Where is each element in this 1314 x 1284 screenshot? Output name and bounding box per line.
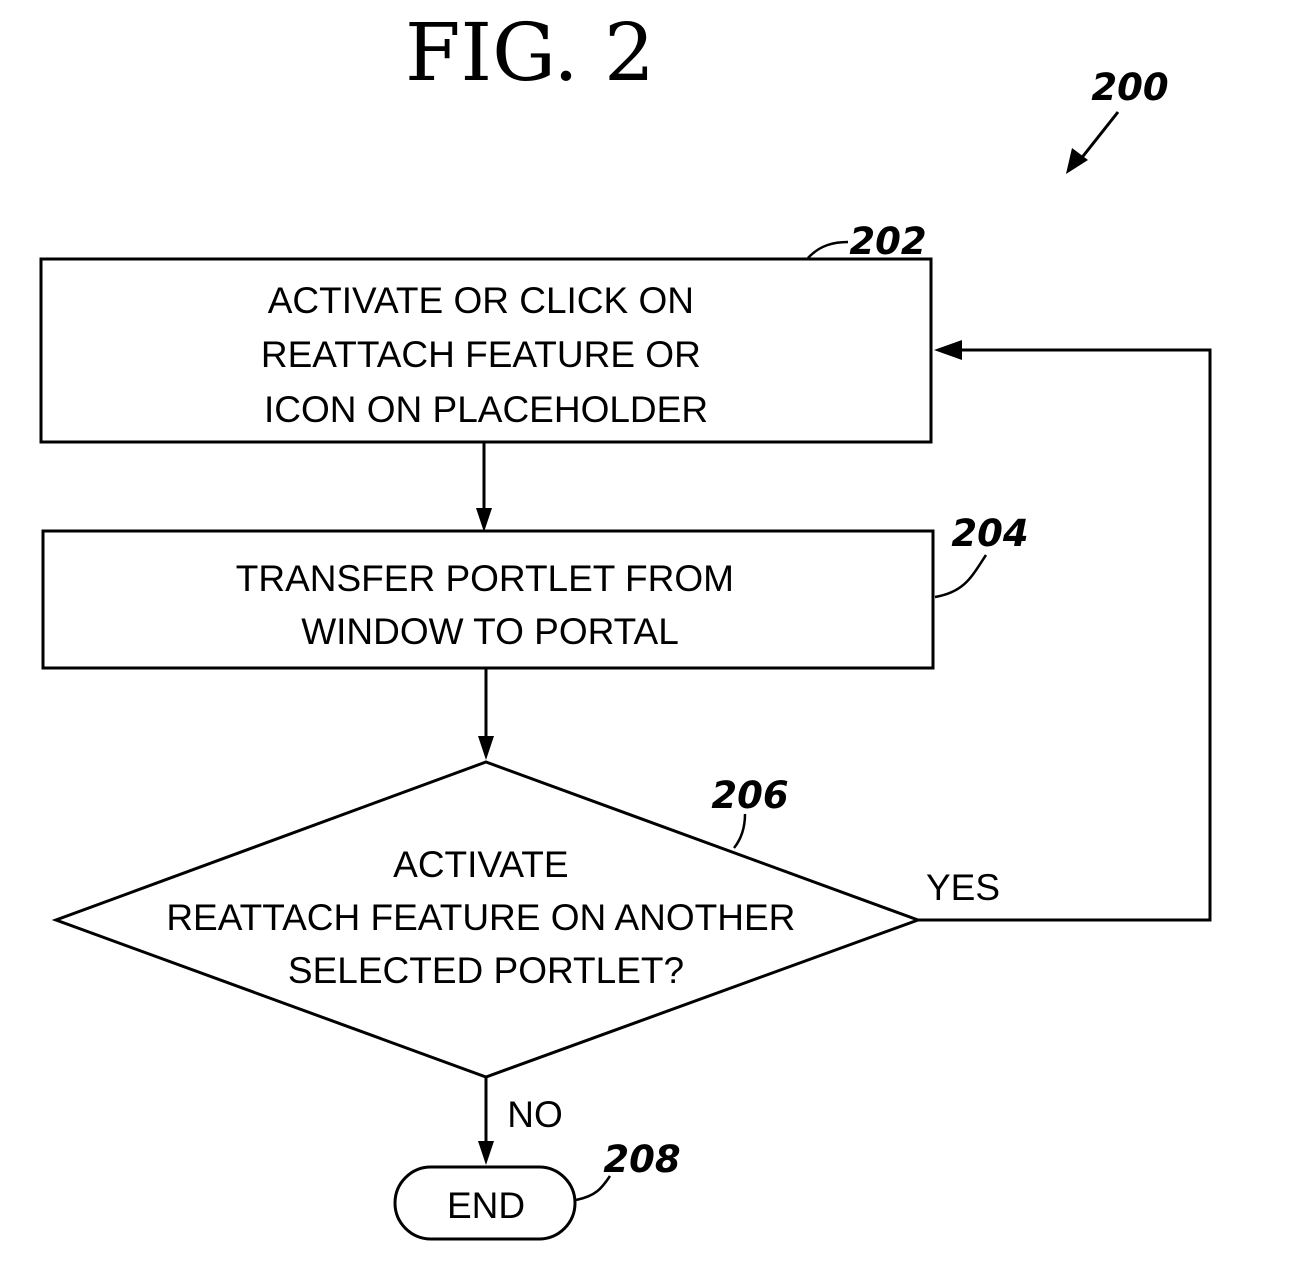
arrow-206-to-end (478, 1077, 494, 1165)
ref-202-label: 202 (849, 220, 926, 263)
ref-204-leader (935, 555, 986, 597)
step-204-line-1: TRANSFER PORTLET FROM (236, 558, 734, 599)
figure-title: FIG. 2 (405, 6, 655, 99)
diagram-ref-arrow (1066, 112, 1118, 174)
ref-206-label: 206 (711, 774, 788, 817)
end-label: END (447, 1185, 525, 1226)
ref-202-leader (808, 242, 848, 258)
step-202-line-3: ICON ON PLACEHOLDER (264, 389, 708, 430)
step-202-text: ACTIVATE OR CLICK ON REATTACH FEATURE OR… (261, 280, 711, 430)
ref-208-label: 208 (603, 1138, 680, 1181)
diagram-ref-label: 200 (1091, 66, 1168, 109)
step-204-line-2: WINDOW TO PORTAL (301, 611, 679, 652)
decision-line-2: REATTACH FEATURE ON ANOTHER (166, 897, 795, 938)
step-202-line-1: ACTIVATE OR CLICK ON (268, 280, 694, 321)
step-202-line-2: REATTACH FEATURE OR (261, 334, 701, 375)
yes-loop-connector (918, 340, 1210, 920)
yes-label: YES (926, 867, 1000, 908)
ref-206-leader (734, 814, 745, 848)
arrow-202-to-204 (476, 443, 492, 532)
ref-204-label: 204 (951, 512, 1028, 555)
decision-line-3: SELECTED PORTLET? (288, 950, 684, 991)
no-label: NO (507, 1094, 563, 1135)
decision-line-1: ACTIVATE (393, 844, 568, 885)
arrow-204-to-206 (478, 669, 494, 760)
